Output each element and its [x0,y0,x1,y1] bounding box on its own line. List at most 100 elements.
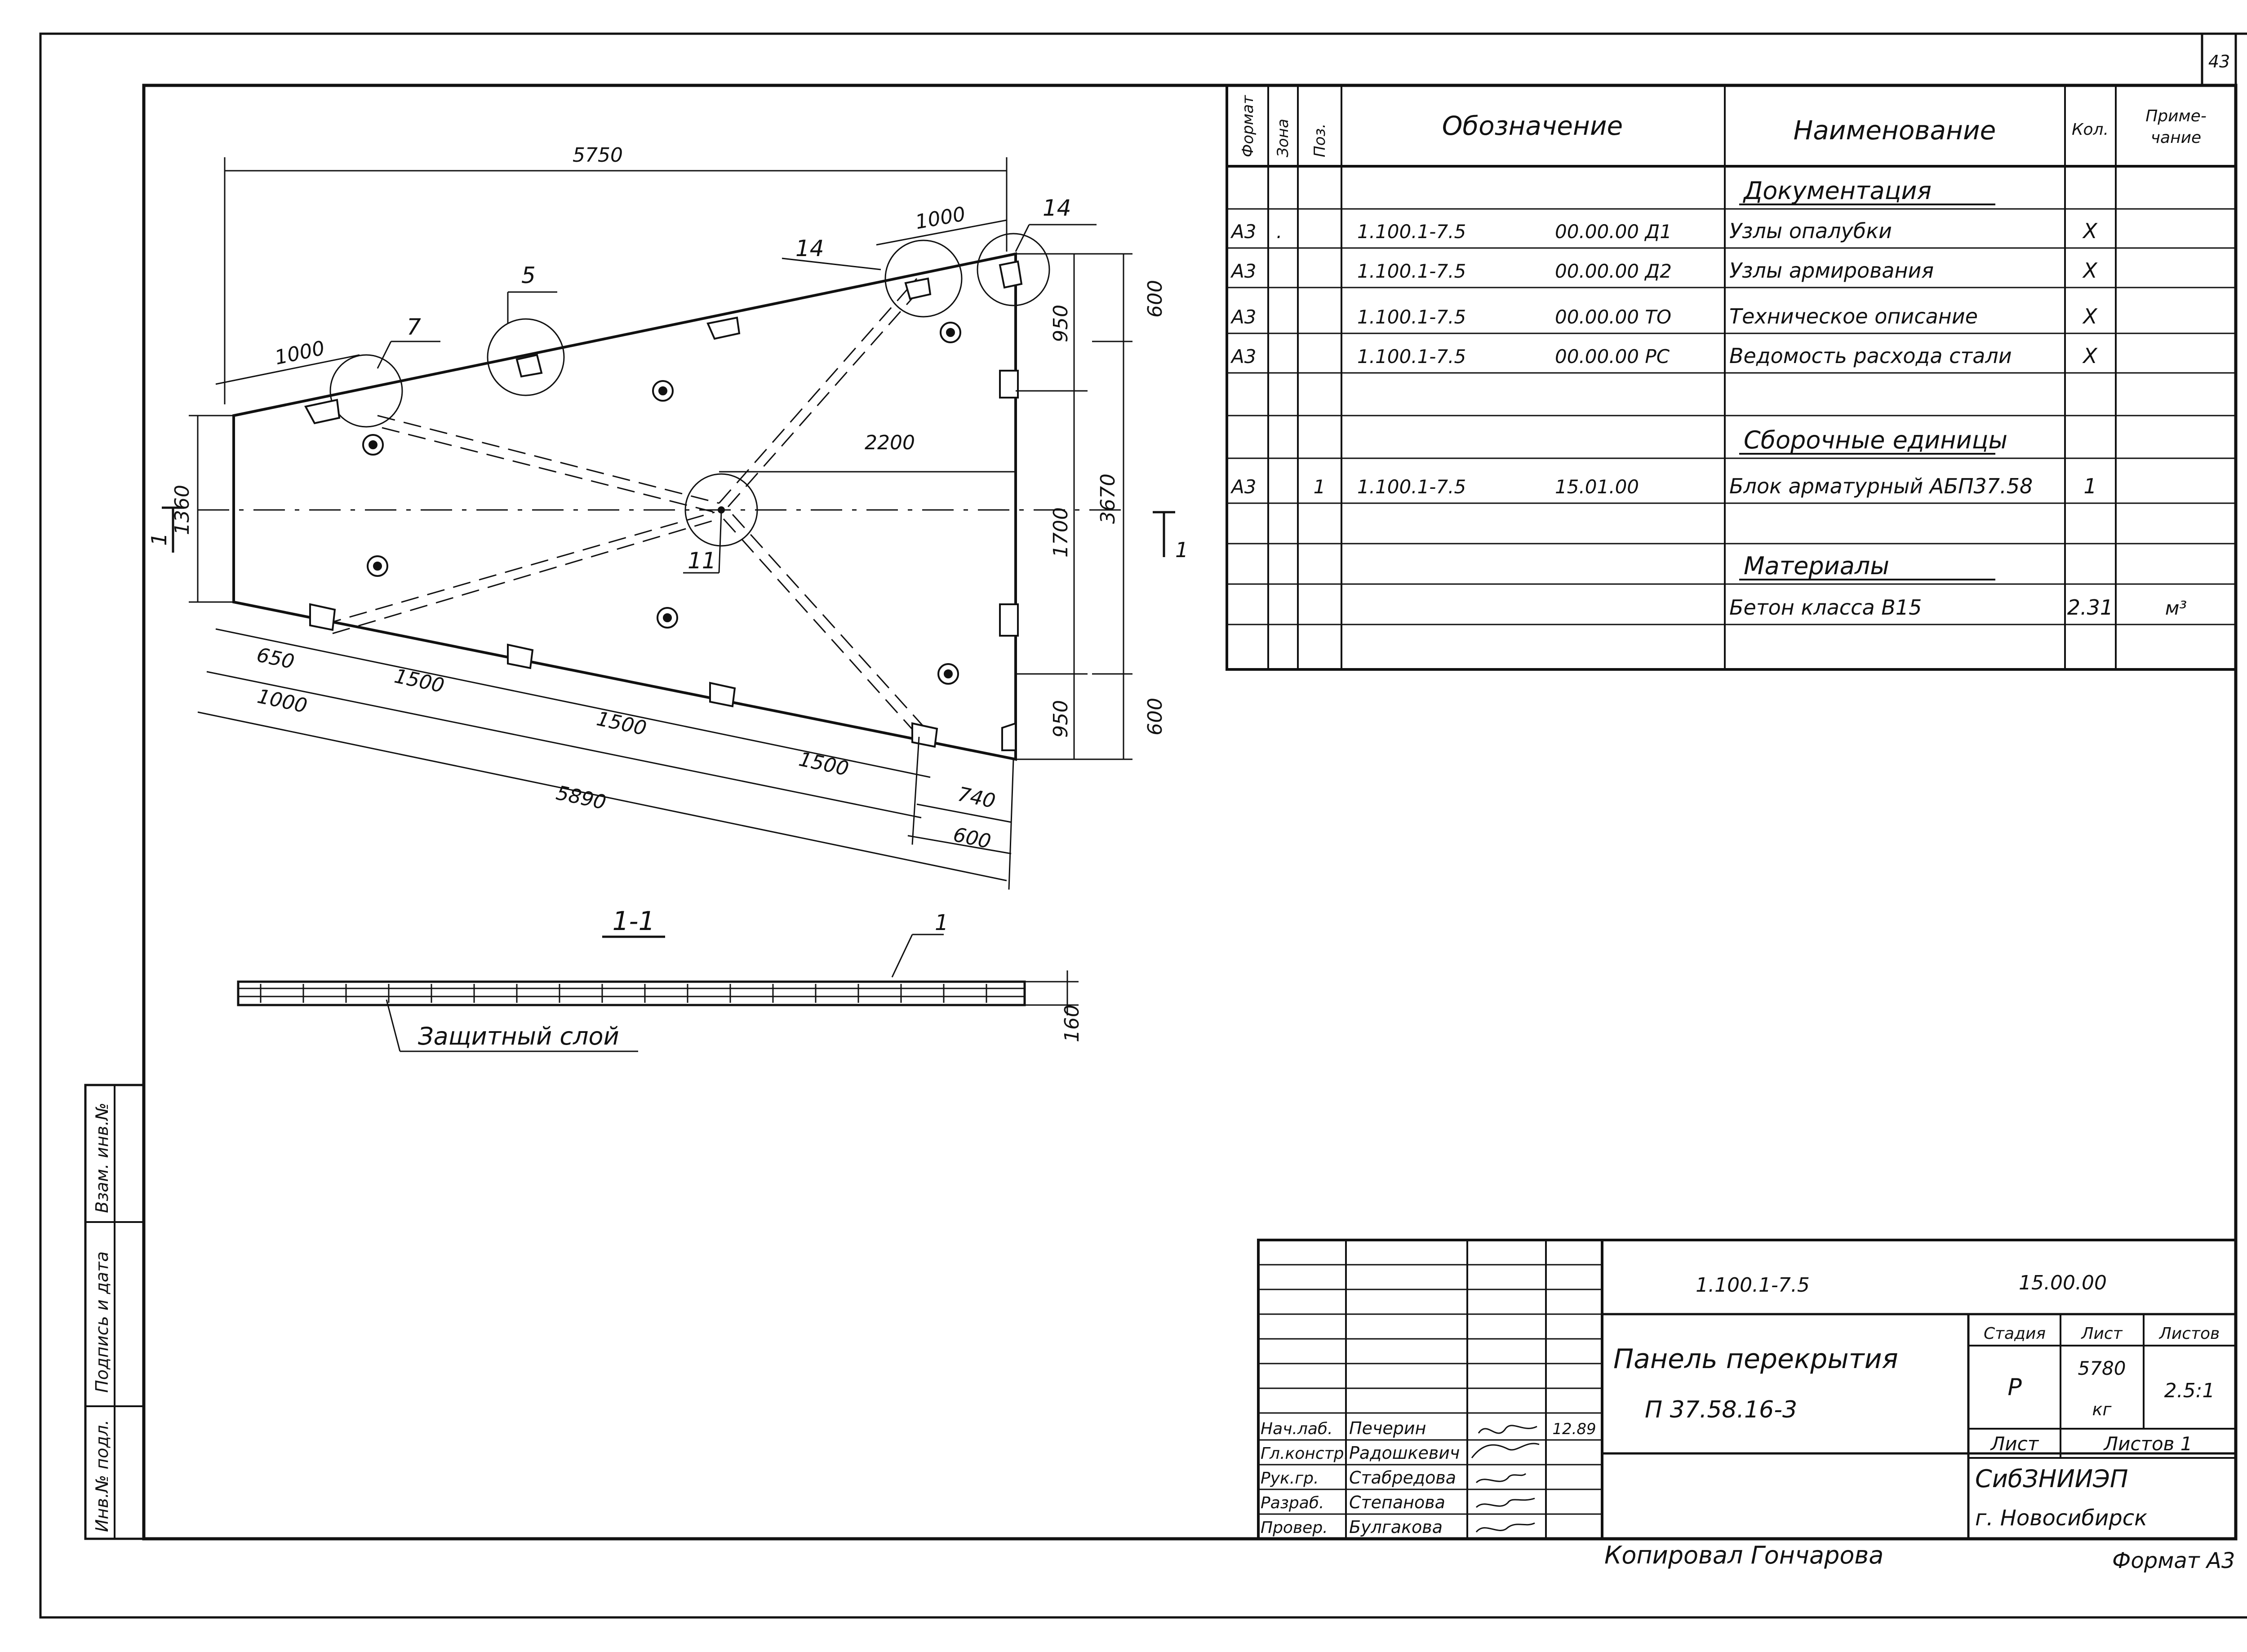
header-qty: Кол. [2072,120,2109,139]
dim-600-bot2: 600 [951,823,993,853]
row-code2: 00.00.00 ТО [1555,306,1671,328]
header-format: Формат [1239,95,1257,157]
dim-1500-b: 1500 [595,707,648,740]
row-qty: X [2082,219,2098,243]
sheet-number-box: 43 [2201,32,2237,87]
section-thickness: 160 [1061,1005,1084,1042]
callout-5: 5 [521,262,536,288]
header-name: Наименование [1794,115,1996,146]
section-marker-left [162,506,184,553]
tb-scale-label: Листов [2158,1324,2220,1343]
tb-doc-code: 1.100.1-7.5 [1696,1274,1810,1297]
callout-14-right: 14 [1043,195,1071,221]
section-title: 1-1 [613,906,655,936]
header-note: Приме-чание [2145,107,2207,147]
header-designation: Обозначение [1442,111,1623,141]
role-title: Провер. [1261,1519,1328,1537]
protective-layer-label: Защитный слой [418,1022,619,1050]
inner-frame [142,84,2238,1541]
row-name: Блок арматурный АБП37.58 [1729,474,2033,498]
tb-stage-label: Стадия [1984,1324,2046,1343]
role-person: Печерин [1349,1418,1426,1438]
callout-7: 7 [407,314,421,340]
row-format: А3 [1230,345,1256,368]
mounting-holes [362,322,961,685]
spec-table: Формат Зона Поз. Обозначение Наименовани… [1226,84,2237,671]
panel-plan: 5750 1000 1000 2200 1360 950 600 1700 36… [147,144,1188,890]
embed-plates [304,260,1023,751]
signatures [1471,1425,1540,1533]
row-format: А3 [1230,476,1256,498]
dim-1500-a: 1500 [392,664,446,697]
row-qty: X [2082,344,2098,368]
dim-600-top: 600 [1144,280,1167,318]
outer-border [39,32,2247,1619]
dim-1360: 1360 [171,485,194,535]
row-name: Техническое описание [1729,304,1978,328]
side-stamp: Взам. инв.№ Подпись и дата Инв.№ подл. [84,1084,145,1540]
stamp-inv: Инв.№ подл. [92,1420,112,1532]
tb-doc-code2: 15.00.00 [2019,1271,2107,1294]
header-zone: Зона [1274,119,1292,157]
row-pos: 1 [1314,476,1326,498]
row-format: А3 [1230,306,1256,328]
dim-1000-top-left: 1000 [273,337,327,369]
loop-circle-7 [329,354,403,428]
section-callout: 1 [935,910,949,935]
header-pos: Поз. [1311,124,1329,157]
stamp-podpis: Подпись и дата [92,1251,112,1393]
dim-1000-bot: 1000 [255,685,309,717]
dim-740: 740 [956,783,998,813]
tb-sheets-label: Листов 1 [2103,1433,2193,1455]
row-code2: 00.00.00 Д2 [1555,260,1672,282]
sheet-number: 43 [2208,52,2230,71]
tb-title: Панель перекрытия [1613,1343,1898,1375]
row-name: Узлы армирования [1729,258,1934,283]
dim-3670: 3670 [1097,474,1119,524]
row-code: 1.100.1-7.5 [1357,476,1466,498]
row-section-heading: Материалы [1744,552,1889,580]
dim-5750: 5750 [573,144,623,167]
role-person: Стабредова [1349,1468,1456,1488]
dim-950-top: 950 [1049,305,1072,342]
role-title: Нач.лаб. [1261,1420,1333,1438]
footer-format: Формат А3 [2112,1548,2235,1573]
tb-org: СибЗНИИЭП [1975,1465,2128,1493]
dim-600-bot: 600 [1144,698,1167,735]
loop-circle-corner [977,233,1050,306]
loop-circle-5 [487,318,565,396]
loop-circle-top [884,239,963,318]
dim-950-bot: 950 [1049,700,1072,738]
dim-1700: 1700 [1049,507,1072,558]
dim-2200: 2200 [865,431,915,454]
row-code: 1.100.1-7.5 [1357,306,1466,328]
row-section-heading: Документация [1743,177,1932,205]
role-person: Степанова [1349,1493,1445,1512]
tb-mass-label: Лист [2080,1324,2123,1343]
row-code2: 00.00.00 РС [1555,345,1670,368]
row-code2: 00.00.00 Д1 [1555,221,1672,243]
role-person: Радошкевич [1349,1443,1460,1463]
row-section-heading: Сборочные единицы [1744,426,2007,454]
tb-scale: 2.5:1 [2164,1379,2215,1402]
row-format: А3 [1230,260,1256,282]
tb-stage: Р [2007,1374,2022,1401]
section-mark-right: 1 [1175,538,1188,562]
strand-lines [323,278,929,738]
tb-city: г. Новосибирск [1975,1506,2147,1531]
row-format: А3 [1230,221,1256,243]
tb-mass: 5780 [2078,1357,2126,1379]
section-1-1: 1-1 160 1 Защитный слой [237,906,1084,1052]
row-name: Ведомость расхода стали [1729,344,2012,368]
panel-outline [232,252,1017,761]
row-code: 1.100.1-7.5 [1357,260,1466,282]
tb-roles: Нач.лаб.ПечеринГл.констр.РадошкевичРук.г… [1261,1418,1460,1537]
row-qty: 1 [2083,474,2096,498]
dimension-lines [189,157,1132,890]
row-qty: X [2082,304,2098,328]
section-mark-left: 1 [147,533,171,546]
row-code2: 15.01.00 [1555,476,1639,498]
hub-circle [684,473,758,547]
stamp-vzam: Взам. инв.№ [92,1103,112,1213]
